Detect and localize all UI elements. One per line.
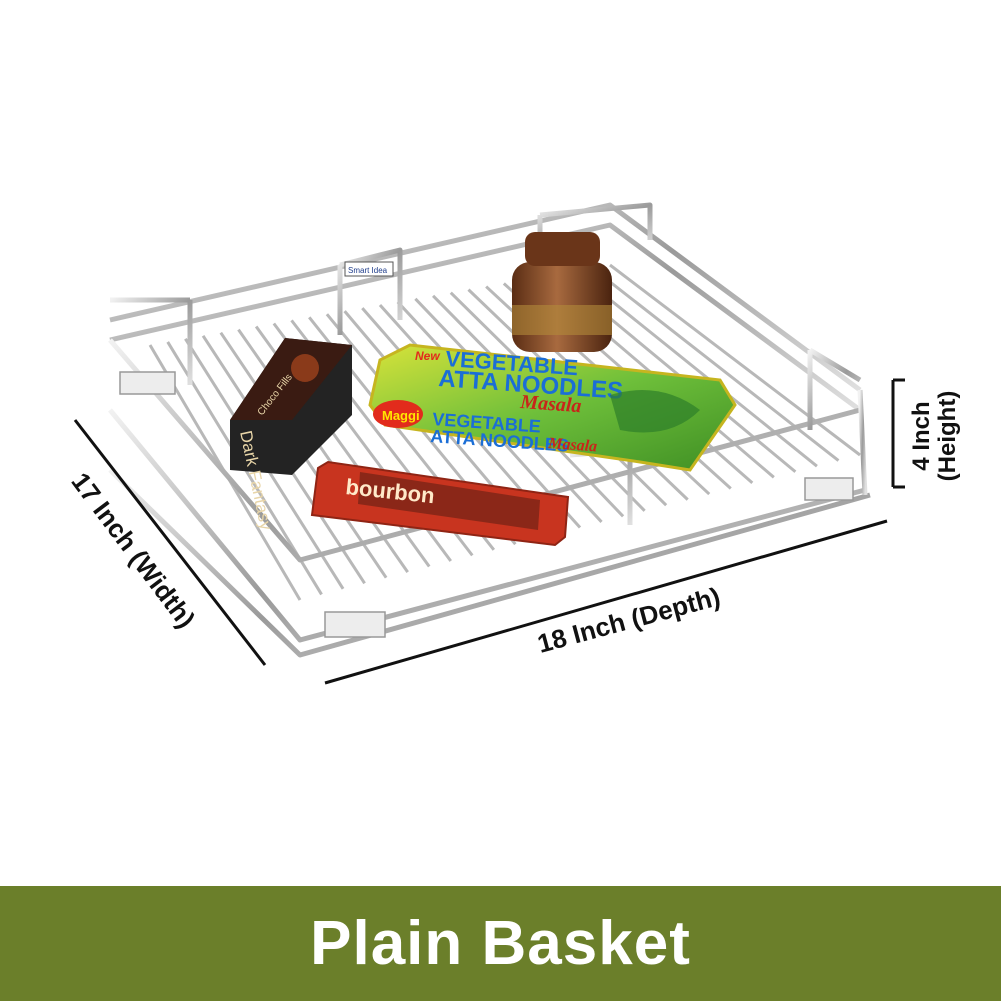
height-dimension-label: 4 Inch (Height) [877,391,993,482]
noodle-packet-icon: Maggi New VEGETABLE ATTA NOODLES Masala … [368,343,737,472]
svg-text:Masala: Masala [519,391,583,417]
wire-basket-illustration: Maggi New VEGETABLE ATTA NOODLES Masala … [73,202,905,685]
jar-icon [512,232,612,352]
mount-bracket-right [804,477,854,501]
dimension-lines [73,378,905,685]
svg-text:Maggi: Maggi [382,408,420,423]
mount-bracket-left [119,371,176,395]
svg-text:Masala: Masala [547,435,598,455]
dark-fantasy-box-icon: Dark Fantasy Choco Fills [230,338,352,532]
product-photo: Maggi New VEGETABLE ATTA NOODLES Masala … [65,202,993,685]
width-dimension-line [73,419,267,666]
height-caption: (Height) [934,390,961,482]
svg-text:New: New [415,349,440,363]
svg-text:Smart Idea: Smart Idea [348,266,388,275]
basket-frame [107,202,871,658]
mount-bracket-front [324,611,386,638]
bourbon-packet-icon: bourbon [310,460,570,547]
smart-idea-tag-icon: Smart Idea [344,261,394,277]
title-banner: Plain Basket [0,886,1001,1001]
banner-title: Plain Basket [310,909,691,978]
depth-dimension-line [324,519,888,685]
height-value: 4 Inch [908,401,935,471]
